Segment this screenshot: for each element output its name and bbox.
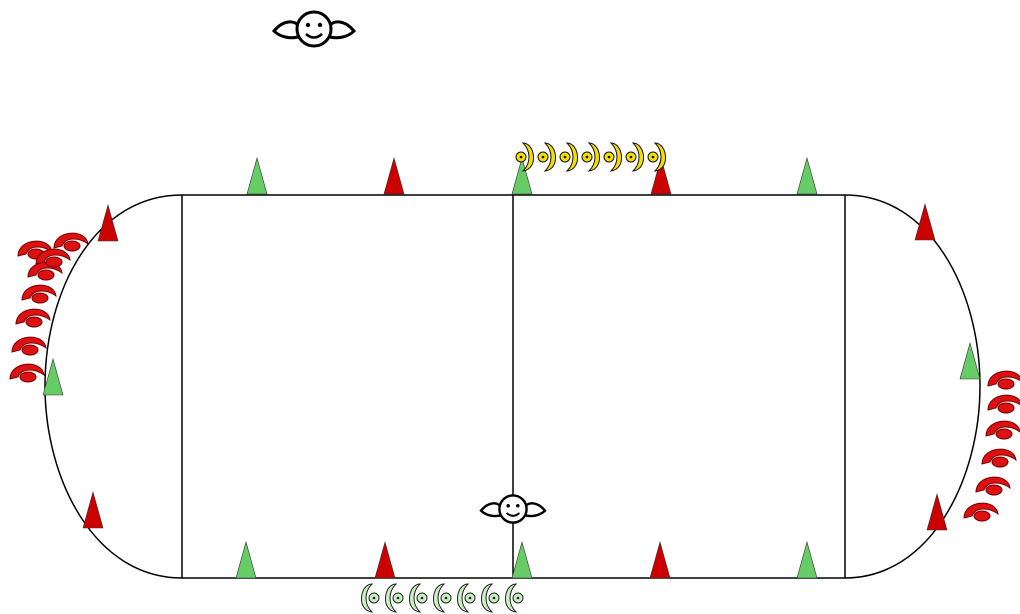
cone-icon — [98, 205, 118, 241]
cone-icon — [650, 542, 670, 578]
player-icon — [54, 233, 88, 251]
player-icon — [505, 584, 523, 612]
player-icon — [538, 143, 556, 171]
player-icon — [361, 584, 379, 612]
cone-icon — [236, 542, 256, 578]
player-icon — [409, 584, 427, 612]
player-icon — [12, 337, 46, 355]
player-icon — [582, 143, 600, 171]
player-icon — [986, 421, 1020, 439]
cone-icon — [915, 204, 935, 240]
player-icon — [481, 584, 499, 612]
track-right-curve — [845, 195, 980, 578]
player-icon — [648, 143, 666, 171]
coach-face-icon — [274, 12, 354, 46]
player-icon — [16, 309, 50, 327]
cone-icon — [927, 494, 947, 530]
player-icon — [976, 477, 1010, 495]
player-icon — [22, 285, 56, 303]
player-icon — [560, 143, 578, 171]
player-icon — [982, 449, 1016, 467]
player-icon — [626, 143, 644, 171]
cone-icon — [384, 158, 404, 194]
player-icon — [385, 584, 403, 612]
player-icon — [10, 364, 44, 382]
player-icon — [516, 143, 534, 171]
player-icon — [457, 584, 475, 612]
cone-icon — [247, 158, 267, 194]
player-icon — [433, 584, 451, 612]
players-layer — [10, 143, 1020, 612]
cone-icon — [797, 158, 817, 194]
cone-icon — [375, 542, 395, 578]
player-icon — [988, 395, 1020, 413]
cone-icon — [797, 542, 817, 578]
coaches-layer — [274, 12, 545, 523]
player-icon — [964, 503, 998, 521]
cone-icon — [83, 492, 103, 528]
player-icon — [988, 371, 1020, 389]
cone-icon — [512, 542, 532, 578]
player-icon — [604, 143, 622, 171]
coach-face-icon — [481, 495, 545, 522]
